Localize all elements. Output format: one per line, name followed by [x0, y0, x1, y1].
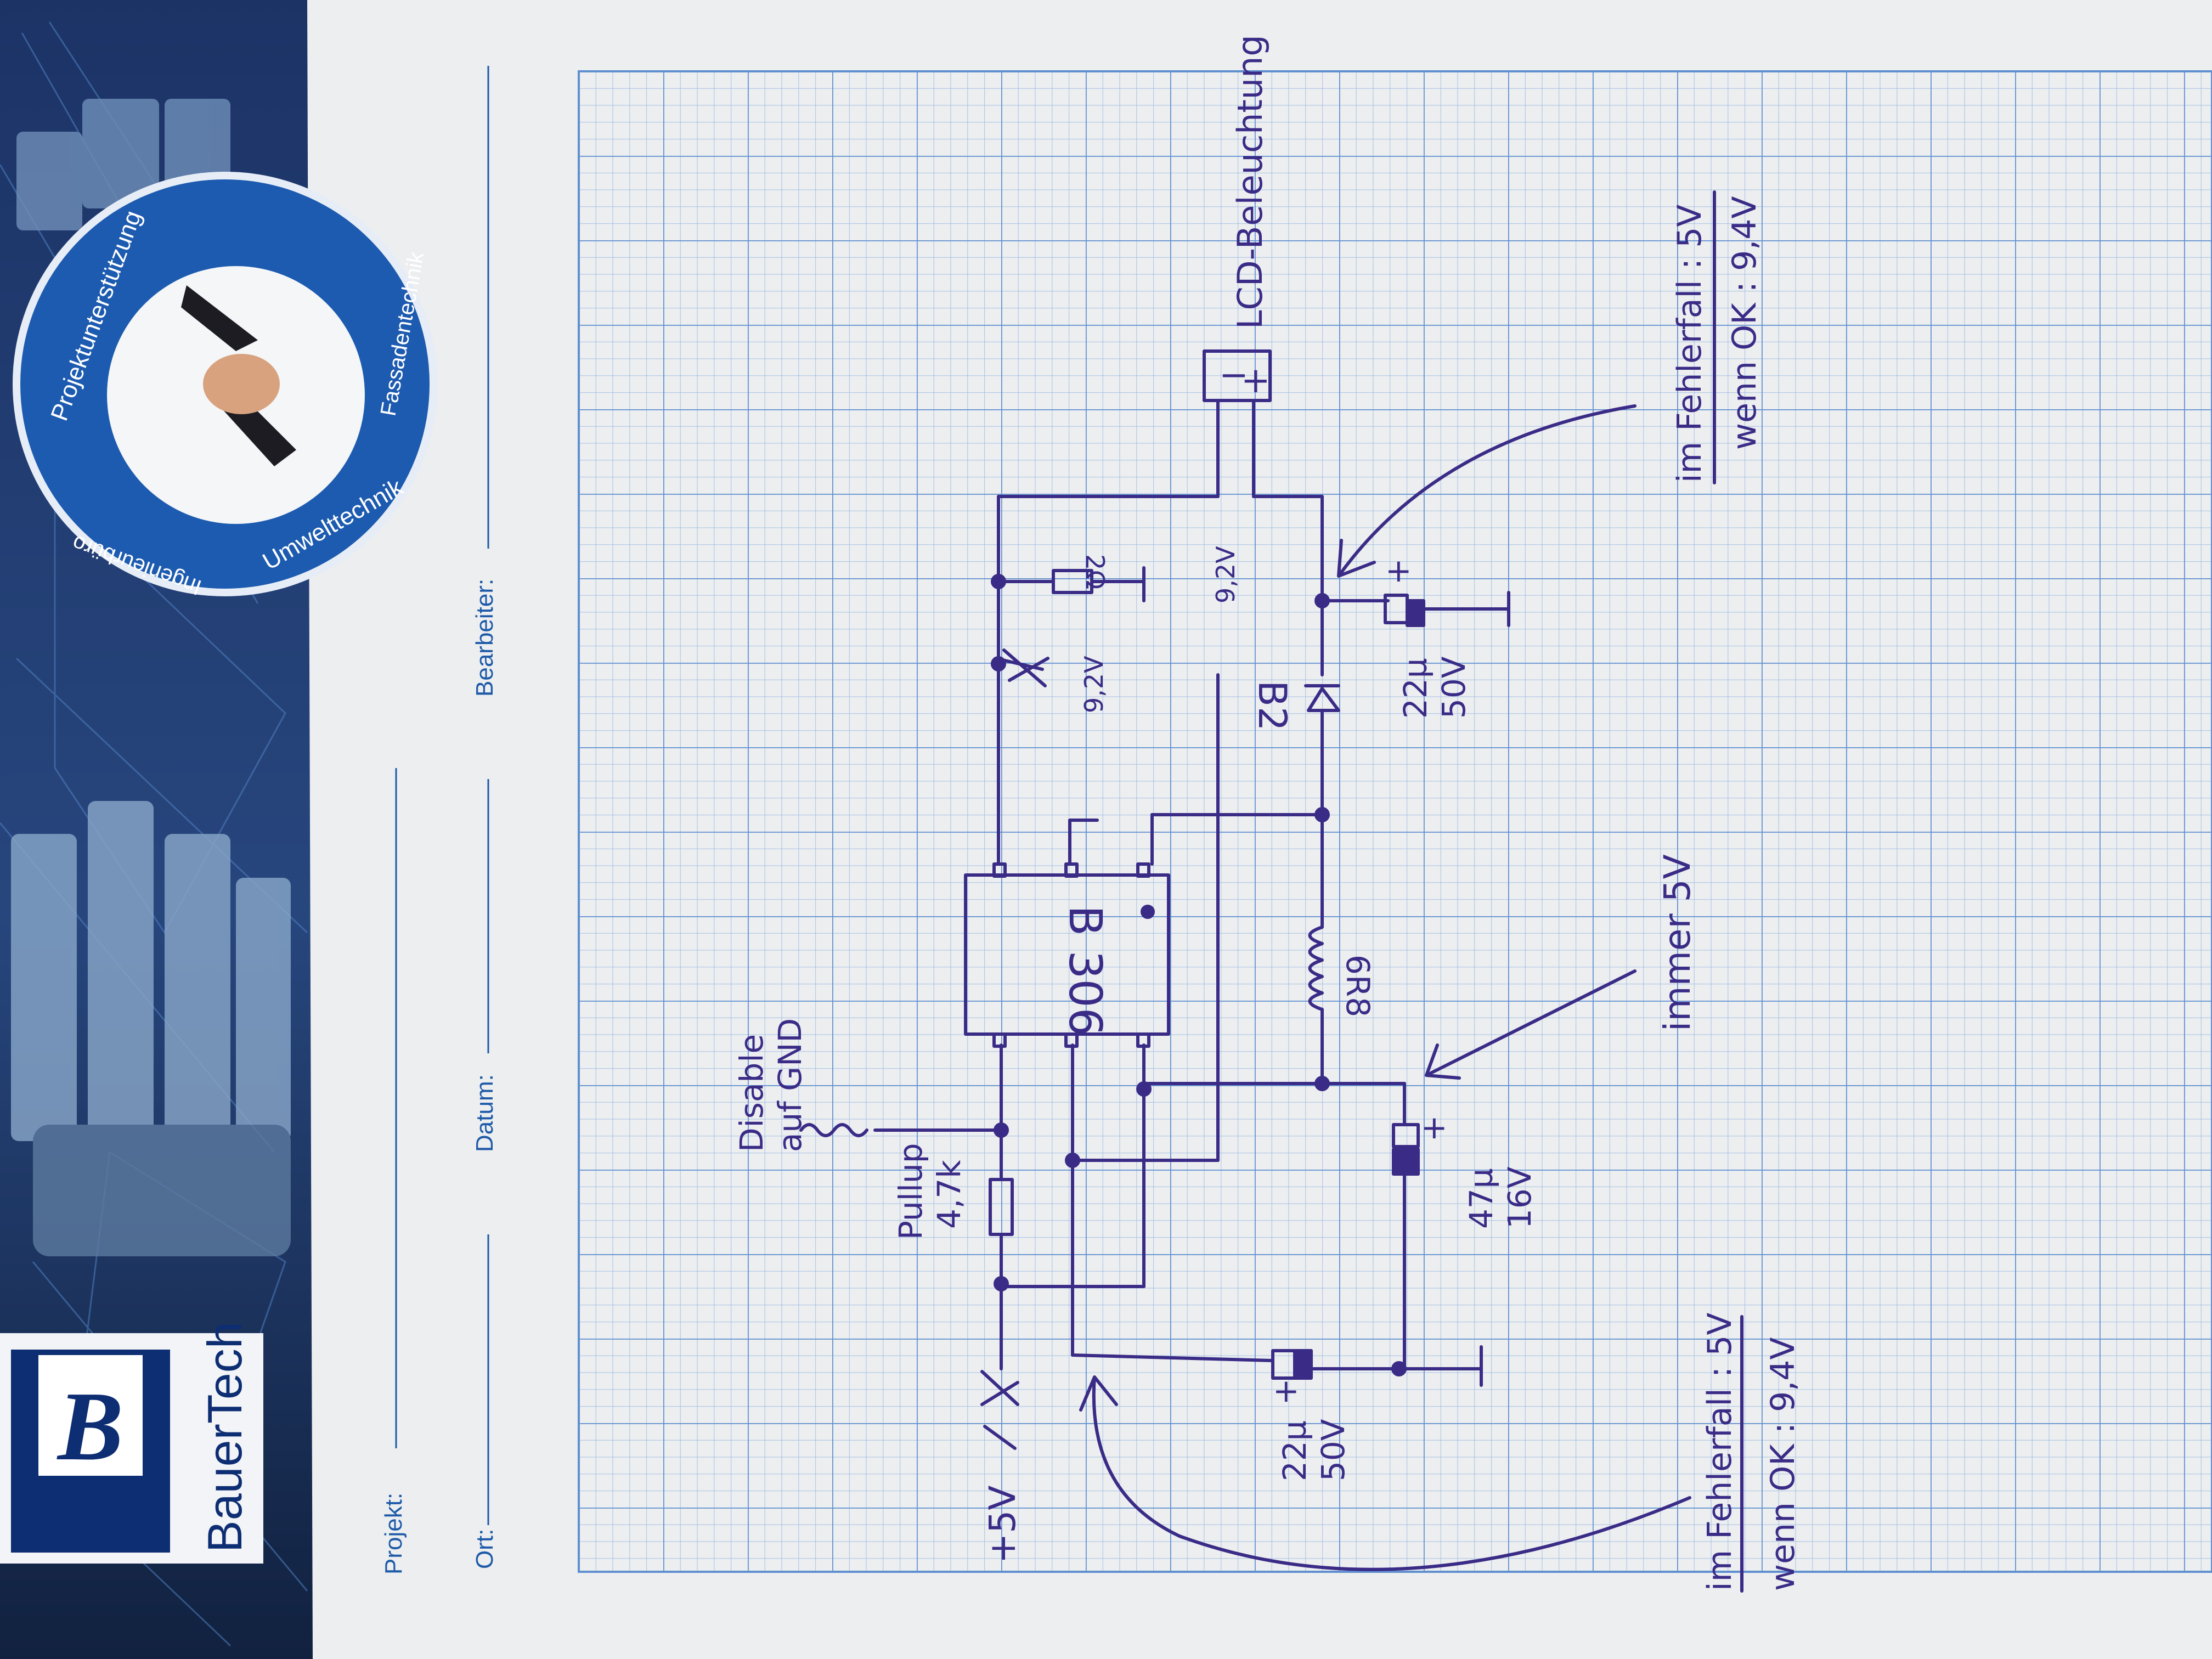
graph-paper-sheet — [307, 0, 2212, 1659]
note-fault-left-1: im Fehlerfall : 5V — [1701, 1313, 1739, 1591]
cap-out-plus: + — [1385, 552, 1412, 589]
arrow-fehler-left — [1079, 1375, 1691, 1571]
gear-graphic — [11, 99, 291, 1256]
pullup-label-1: Pullup — [892, 1143, 929, 1240]
cap-in-label-2: 50V — [1314, 1419, 1352, 1481]
company-seal: Projektunterstützung Umwelttechnik Ingen… — [13, 172, 437, 600]
arrow-fehler-right — [1337, 404, 1637, 578]
handshake-image — [181, 285, 296, 466]
connector-minus: − — [1219, 355, 1249, 396]
company-logo: B BauerTech — [0, 1322, 263, 1564]
arrow-immer — [1425, 969, 1637, 1080]
voltage-label: 9,2V — [1211, 546, 1240, 603]
cap-in-label-1: 22µ — [1276, 1420, 1313, 1481]
input-scribble — [980, 1370, 1019, 1450]
zener-label: 9,2V — [1079, 656, 1109, 713]
resistor-label: 2Ω — [1080, 554, 1110, 589]
pullup-label-2: 4,7k — [930, 1160, 968, 1229]
diode-label: B2 — [1250, 680, 1295, 731]
note-fault-right-1: im Fehlerfall : 5V — [1671, 205, 1709, 483]
cap-out-label-2: 50V — [1435, 656, 1472, 719]
cap-in-plus: + — [1273, 1372, 1300, 1409]
cap-mid-label-1: 47µ — [1463, 1168, 1500, 1229]
note-fault-left-2: wenn OK : 9,4V — [1764, 1337, 1802, 1591]
logo-letter: B — [57, 1372, 123, 1481]
cap-out-label-1: 22µ — [1397, 658, 1434, 719]
inductor-6r8 — [1308, 926, 1324, 1011]
cap-mid-plus: + — [1421, 1109, 1448, 1146]
form-header: Projekt: Ort: Datum: Bearbeiter: — [380, 66, 498, 1575]
note-fault-right-2: wenn OK : 9,4V — [1725, 196, 1764, 450]
datum-field-label: Datum: — [471, 1074, 498, 1152]
disable-label-1: Disable — [733, 1034, 770, 1152]
cap-mid-47u — [1392, 1123, 1420, 1148]
input-label: +5V — [981, 1486, 1024, 1564]
bearbeiter-field-label: Bearbeiter: — [471, 579, 498, 697]
company-name: BauerTech — [198, 1322, 252, 1553]
projekt-field-label: Projekt: — [380, 1493, 407, 1575]
lcd-label: LCD-Beleuchtung — [1230, 35, 1270, 329]
ic-label: B 306 — [1059, 905, 1111, 1036]
zener-scribble — [994, 648, 1049, 687]
ort-field-label: Ort: — [471, 1529, 498, 1569]
note-always: immer 5V — [1656, 854, 1699, 1031]
connector-plus: + — [1241, 360, 1271, 401]
cap-mid-label-2: 16V — [1501, 1166, 1538, 1229]
circuit-schematic — [799, 190, 1743, 1593]
lcd-connector — [1203, 349, 1272, 402]
inductor-label: 6R8 — [1339, 955, 1376, 1017]
disable-label-2: auf GND — [771, 1018, 809, 1152]
